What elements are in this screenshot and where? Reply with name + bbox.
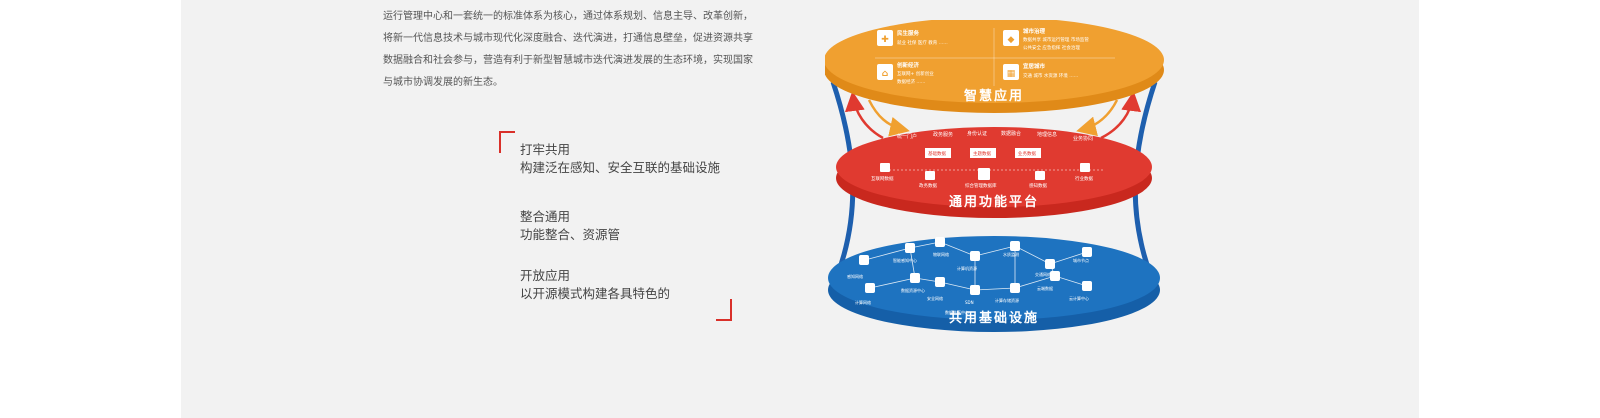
server-icon — [1010, 241, 1020, 251]
server-icon — [910, 273, 920, 283]
node-label: 智能感知中心 — [893, 257, 917, 263]
server-icon — [865, 283, 875, 293]
node-label: 城市节点 — [1073, 257, 1089, 263]
data-box-label: 业务数据 — [1018, 150, 1036, 157]
cell-line: 数据经济 …… — [897, 78, 925, 85]
house-glyph: ⌂ — [882, 69, 889, 79]
server-icon — [935, 237, 945, 247]
layer-label-bottom: 共用基础设施 — [949, 310, 1039, 326]
service-label: 身份认证 — [967, 130, 987, 137]
house-icon — [877, 64, 893, 80]
node-label: 物联网络 — [933, 251, 949, 257]
service-label: 统一门户 — [897, 133, 917, 140]
server-icon — [1010, 283, 1020, 293]
feature-title: 打牢共用 — [520, 142, 571, 157]
cell-title: 宜居城市 — [1023, 62, 1046, 70]
cell-line: 交通 城市 水资源 环境 …… — [1023, 72, 1078, 79]
node-label: 云计算中心 — [1069, 295, 1089, 301]
node-label: 数据共享中心 — [945, 309, 969, 315]
layer-top: ✚ ◆ ⌂ ▦ 民生服务 就业 社保 医疗 教育 …… 城市治理 数据共享 城市… — [825, 20, 1164, 113]
server-icon — [935, 277, 945, 287]
cell-line: 公共安全 应急指挥 社会治理 — [1023, 44, 1080, 51]
network-nodes — [859, 237, 1092, 295]
feature-desc: 以开源模式构建各具特色的 — [520, 286, 671, 301]
feature-item: 打牢共用 构建泛在感知、安全互联的基础设施 — [520, 141, 720, 177]
node-label: 水质监测 — [1003, 251, 1019, 257]
database-label: 政务数据 — [919, 182, 937, 189]
server-icon — [1045, 259, 1055, 269]
database-icon — [1080, 163, 1090, 172]
layer-middle: 统一门户 政务服务 身份认证 数据融合 地理信息 业务协同 基础数据 主题数据 … — [836, 127, 1152, 218]
intro-line: 与城市协调发展的新生态。 — [383, 77, 503, 88]
feature-title: 开放应用 — [520, 268, 571, 283]
layer-label-middle: 通用功能平台 — [949, 194, 1039, 210]
cell-title: 创新经济 — [896, 61, 920, 69]
governance-glyph: ◆ — [1008, 35, 1015, 45]
buildings-glyph: ▦ — [1007, 69, 1016, 79]
node-label: 数据资源中心 — [901, 287, 925, 293]
bracket-top-left — [499, 131, 515, 153]
node-label: 安全网络 — [927, 295, 943, 301]
cell-title: 城市治理 — [1023, 27, 1046, 35]
database-icon — [925, 171, 935, 180]
service-label: 数据融合 — [1001, 130, 1021, 137]
arrow-down-left — [867, 99, 910, 137]
layer-label-top: 智慧应用 — [964, 88, 1024, 104]
node-label: 计算网络 — [855, 299, 871, 305]
database-icon — [1035, 171, 1045, 180]
data-boxes: 基础数据 主题数据 业务数据 — [925, 148, 1041, 158]
stethoscope-icon — [877, 30, 893, 46]
service-label: 业务协同 — [1073, 135, 1093, 142]
server-icon — [1082, 247, 1092, 257]
feature-title: 整合通用 — [520, 209, 571, 224]
layer-bottom: 感知网络 智能感知中心 物联网络 计算机资源 水质监测 交通网络 城市节点 计算… — [828, 236, 1160, 332]
server-icon — [970, 285, 980, 295]
database-label: 行业数据 — [1075, 175, 1093, 182]
bracket-bottom-right — [716, 299, 732, 321]
feature-item: 开放应用 以开源模式构建各具特色的 — [520, 267, 670, 303]
data-box-label: 主题数据 — [973, 150, 991, 157]
node-label: 计算机资源 — [957, 265, 977, 271]
node-label: 计算存储资源 — [995, 297, 1019, 303]
node-label: SDN — [965, 300, 974, 305]
cell-line: 就业 社保 医疗 教育 …… — [897, 39, 948, 46]
cell-title: 民生服务 — [897, 29, 920, 37]
data-box-label: 基础数据 — [928, 150, 946, 157]
arrow-down-right — [1076, 99, 1119, 137]
node-label: 交通网络 — [1035, 271, 1051, 277]
cell-line: 数据共享 城市运行管理 市场监管 — [1023, 36, 1089, 43]
server-icon — [1082, 281, 1092, 291]
database-label: 互联网数据 — [871, 175, 894, 182]
intro-paragraph: 运行管理中心和一套统一的标准体系为核心，通过体系规划、信息主导、改革创新， 将新… — [383, 6, 773, 94]
feature-desc: 功能整合、资源管 — [520, 227, 621, 242]
buildings-icon — [1003, 64, 1019, 80]
smart-city-layer-diagram: 感知网络 智能感知中心 物联网络 计算机资源 水质监测 交通网络 城市节点 计算… — [825, 20, 1164, 332]
database-icon — [978, 168, 990, 180]
intro-line: 将新一代信息技术与城市现代化深度融合、迭代演进，打通信息壁垒，促进资源共享 — [383, 33, 753, 44]
feature-item: 整合通用 功能整合、资源管 — [520, 208, 620, 244]
stethoscope-glyph: ✚ — [881, 35, 889, 45]
server-icon — [859, 255, 869, 265]
server-icon — [970, 251, 980, 261]
intro-line: 运行管理中心和一套统一的标准体系为核心，通过体系规划、信息主导、改革创新， — [383, 11, 753, 22]
cell-line: 互联网+ 创新创业 — [897, 70, 934, 77]
node-label: 云端数据 — [1037, 285, 1053, 291]
intro-line: 数据融合和社会参与，营造有利于新型智慧城市迭代演进发展的生态环境，实现国家 — [383, 55, 753, 66]
feature-desc: 构建泛在感知、安全互联的基础设施 — [520, 160, 721, 175]
content-panel — [181, 0, 1419, 418]
governance-icon — [1003, 30, 1019, 46]
database-label: 感知数据 — [1029, 182, 1047, 189]
arrow-up-left — [844, 91, 884, 140]
server-icon — [1050, 271, 1060, 281]
server-icon — [905, 243, 915, 253]
top-cell-icons — [877, 30, 1019, 80]
arrow-up-right — [1100, 91, 1142, 140]
service-label: 地理信息 — [1037, 131, 1057, 138]
database-icon — [880, 163, 890, 172]
service-label: 政务服务 — [933, 131, 953, 138]
database-label: 综合管理数据库 — [965, 182, 997, 189]
node-label: 感知网络 — [847, 273, 863, 279]
